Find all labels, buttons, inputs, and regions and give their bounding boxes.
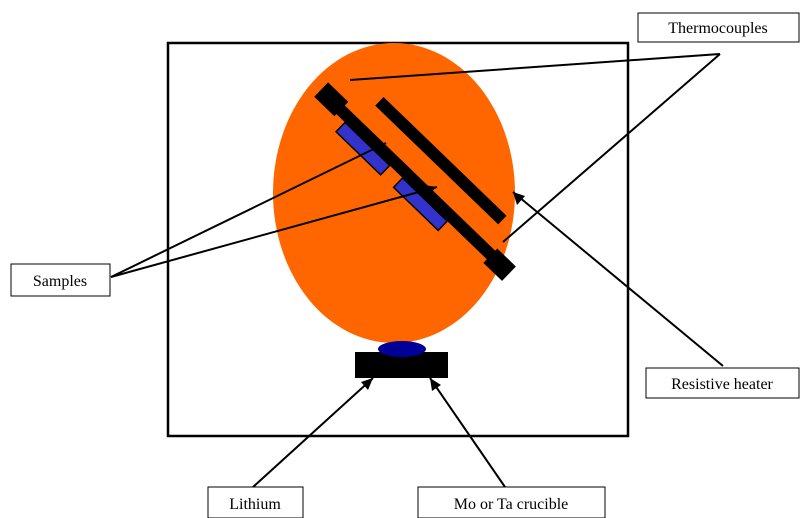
thermocouple-block-upper xyxy=(314,82,349,117)
heater-sample-assembly xyxy=(314,82,516,281)
label-lithium-text: Lithium xyxy=(229,496,281,513)
resistive-heater xyxy=(375,96,507,225)
chamber-frame xyxy=(166,41,630,438)
arrowhead-resistive-heater xyxy=(513,192,525,205)
sample-lower xyxy=(392,176,449,232)
arrowhead-samples-1 xyxy=(373,143,386,155)
sample-holder-bar xyxy=(326,95,505,269)
leader-thermocouple-2 xyxy=(502,53,721,243)
leader-samples-1 xyxy=(110,142,387,278)
label-thermocouples-text: Thermocouples xyxy=(668,20,768,37)
leader-samples-2 xyxy=(110,186,438,278)
leader-lithium xyxy=(252,377,374,488)
label-samples-text: Samples xyxy=(33,273,87,290)
leader-thermocouple-1 xyxy=(349,53,721,81)
arrowhead-samples-2 xyxy=(424,185,437,196)
sample-upper xyxy=(334,121,391,176)
leader-resistive-heater xyxy=(512,191,724,367)
label-lithium: Lithium xyxy=(207,486,304,518)
thermocouple-block-lower xyxy=(483,248,516,281)
vapor-plume xyxy=(273,43,515,343)
arrowhead-lithium xyxy=(361,378,373,390)
label-thermocouples: Thermocouples xyxy=(637,12,800,43)
label-samples: Samples xyxy=(10,263,111,297)
label-crucible-text: Mo or Ta crucible xyxy=(454,496,569,513)
label-resistive-heater-text: Resistive heater xyxy=(671,376,773,393)
leader-crucible xyxy=(429,377,506,488)
arrowhead-crucible xyxy=(430,378,441,391)
label-resistive-heater: Resistive heater xyxy=(645,367,800,399)
label-crucible: Mo or Ta crucible xyxy=(417,486,606,518)
lithium-charge xyxy=(378,341,426,357)
